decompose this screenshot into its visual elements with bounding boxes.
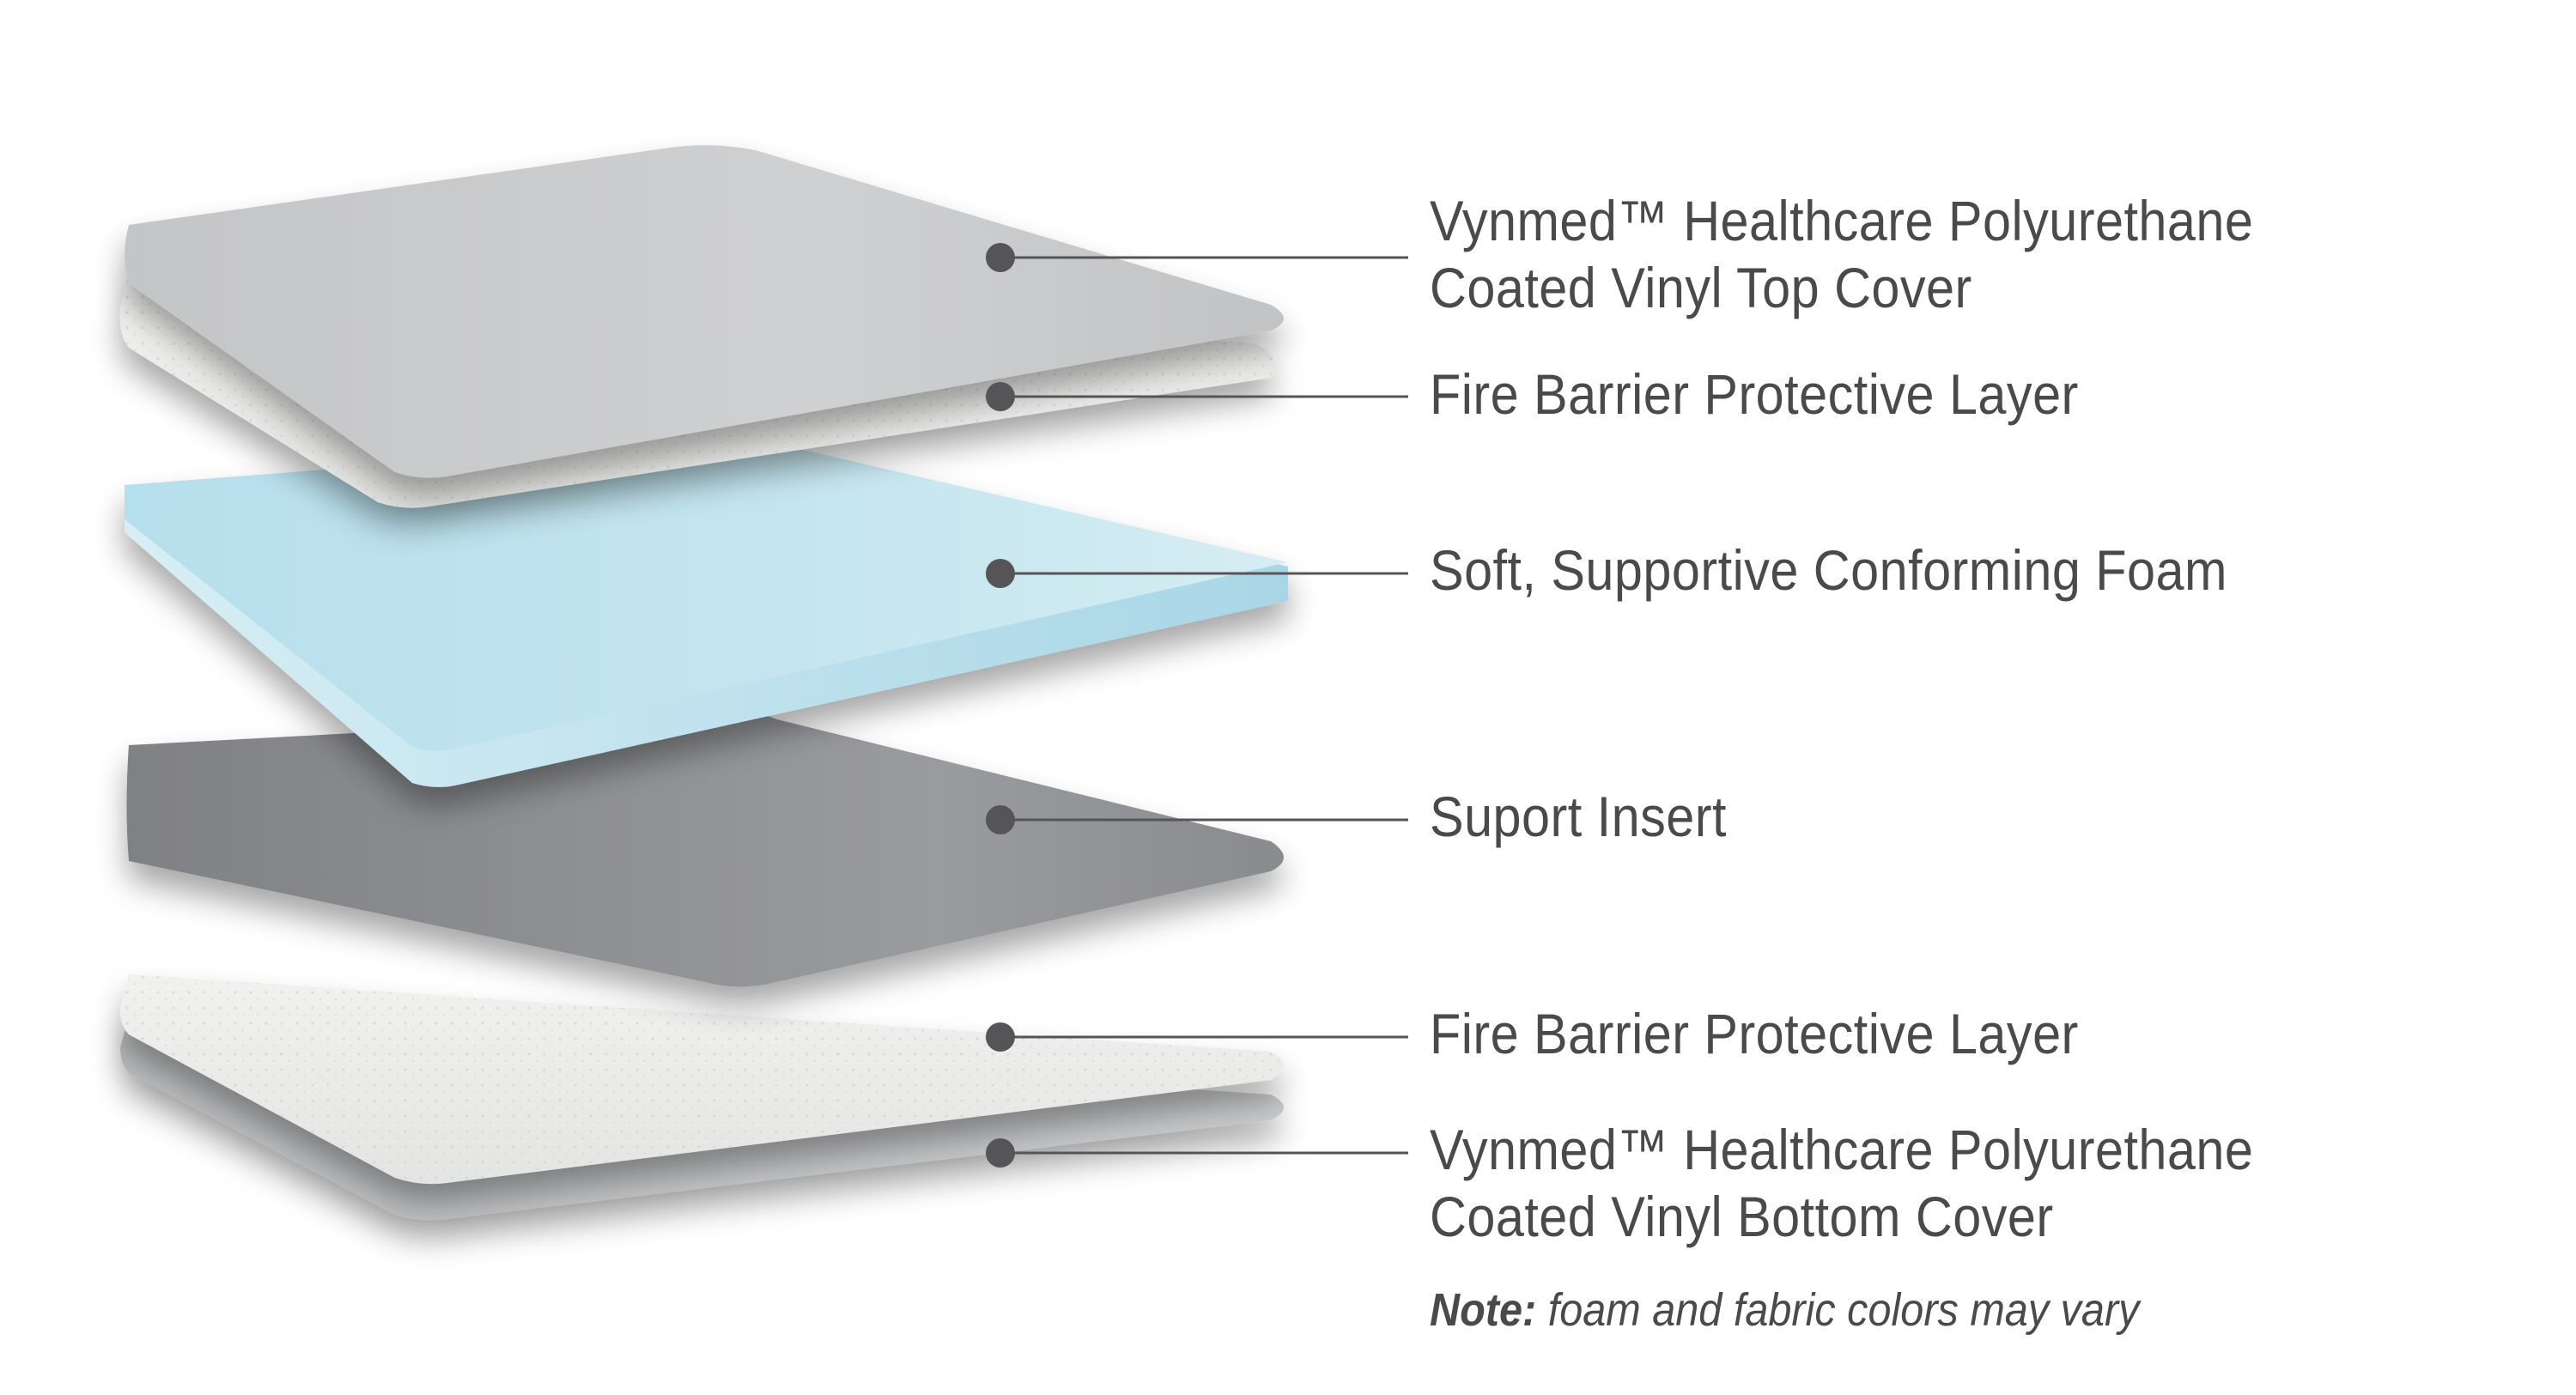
leader-bottom-cover <box>986 1138 1408 1168</box>
label-bottom-cover: Vynmed™ Healthcare Polyurethane Coated V… <box>1430 1116 2253 1250</box>
label-fire-barrier-bottom: Fire Barrier Protective Layer <box>1430 1000 2079 1067</box>
label-line: Coated Vinyl Top Cover <box>1430 256 1972 319</box>
leader-fire-barrier-bottom <box>986 1022 1408 1052</box>
label-line: Fire Barrier Protective Layer <box>1430 362 2079 426</box>
note-text: foam and fabric colors may vary <box>1536 1284 2140 1336</box>
marker-dot <box>986 805 1015 834</box>
leader-foam <box>986 559 1408 588</box>
label-line: Coated Vinyl Bottom Cover <box>1430 1185 2054 1248</box>
label-line: Vynmed™ Healthcare Polyurethane <box>1430 189 2254 252</box>
leader-fire-barrier-top <box>986 382 1408 411</box>
label-foam: Soft, Supportive Conforming Foam <box>1430 537 2227 603</box>
marker-dot <box>986 1022 1015 1052</box>
fire-barrier-bottom-layer <box>120 974 1284 1185</box>
label-line: Fire Barrier Protective Layer <box>1430 1002 2079 1065</box>
marker-dot <box>986 243 1015 272</box>
label-support-insert: Suport Insert <box>1430 783 1727 850</box>
marker-dot <box>986 382 1015 411</box>
label-top-cover: Vynmed™ Healthcare Polyurethane Coated V… <box>1430 187 2253 321</box>
marker-dot <box>986 559 1015 588</box>
label-line: Suport Insert <box>1430 785 1727 848</box>
label-fire-barrier-top: Fire Barrier Protective Layer <box>1430 361 2079 428</box>
leader-top-cover <box>986 243 1408 272</box>
top-cover-layer <box>125 145 1284 478</box>
leader-support-insert <box>986 805 1408 834</box>
note-prefix: Note: <box>1430 1284 1537 1336</box>
label-line: Soft, Supportive Conforming Foam <box>1430 538 2227 602</box>
label-line: Vynmed™ Healthcare Polyurethane <box>1430 1118 2254 1181</box>
foam-layer <box>125 437 1288 787</box>
color-note: Note: foam and fabric colors may vary <box>1430 1283 2139 1337</box>
support-insert-layer <box>126 712 1284 987</box>
marker-dot <box>986 1138 1015 1168</box>
